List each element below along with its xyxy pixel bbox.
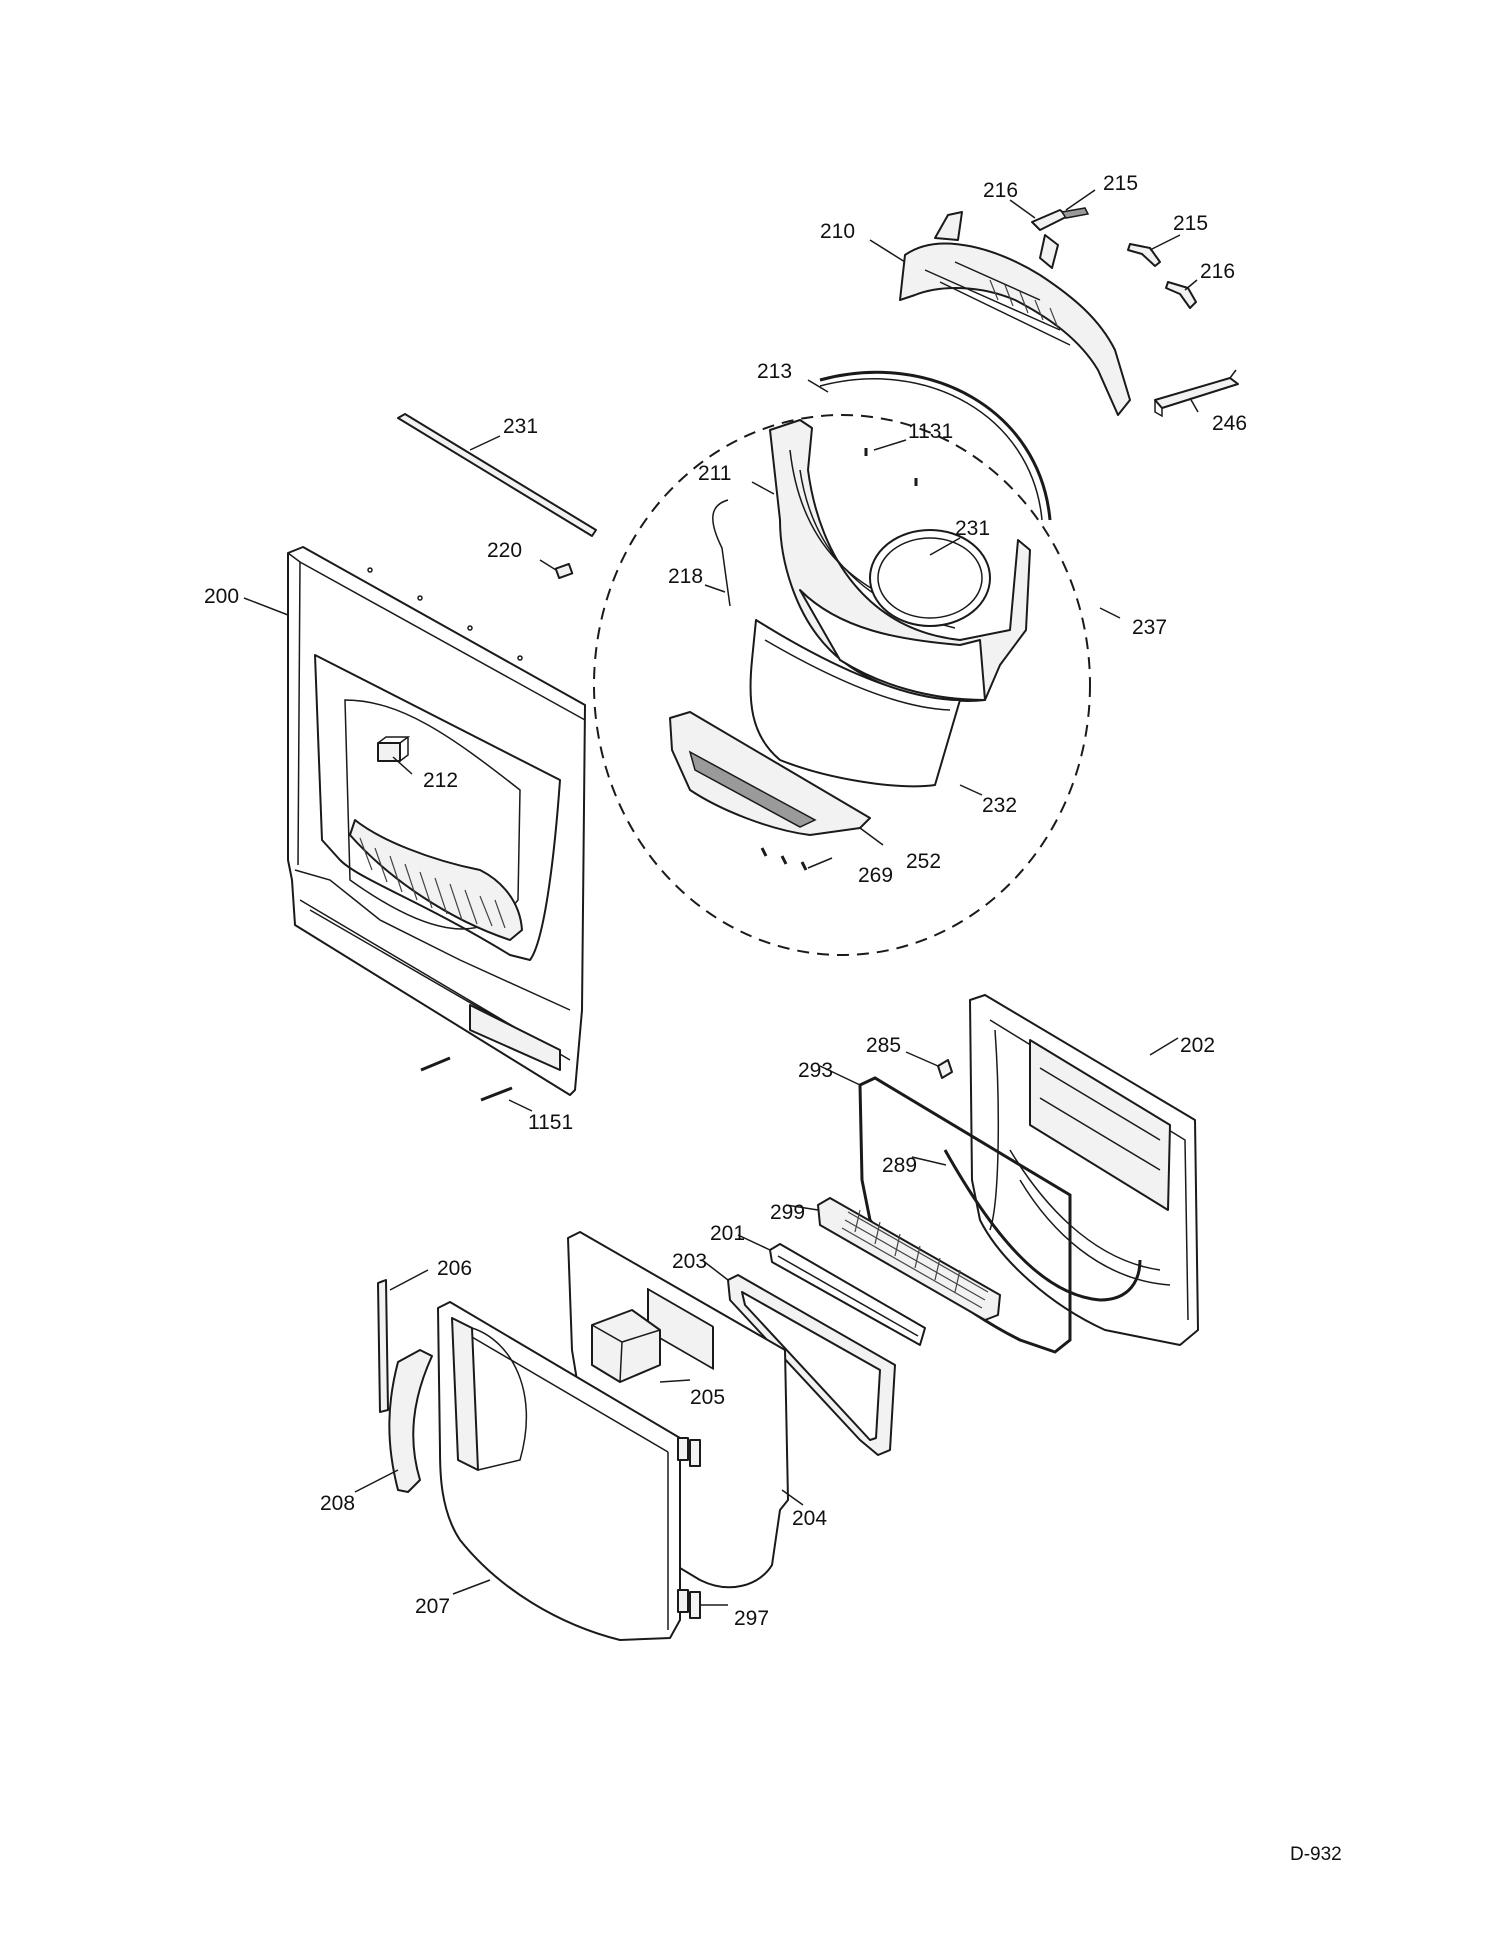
part-215-216-clips <box>1031 207 1197 309</box>
callout-206: 206 <box>437 1257 472 1280</box>
part-232-duct <box>749 619 961 788</box>
callout-200: 200 <box>204 585 239 608</box>
callout-213: 213 <box>757 360 792 383</box>
callout-289: 289 <box>882 1154 917 1177</box>
callout-203: 203 <box>672 1250 707 1273</box>
part-203-glass-ring <box>727 1274 896 1456</box>
callout-220: 220 <box>487 539 522 562</box>
part-200-front-panel <box>287 546 586 1096</box>
callout-211: 211 <box>698 462 731 485</box>
callout-237: 237 <box>1132 616 1167 639</box>
part-285-clip <box>937 1059 953 1079</box>
callout-215: 215 <box>1173 212 1208 235</box>
callout-218: 218 <box>668 565 703 588</box>
part-213-seal <box>819 370 1052 521</box>
part-201-frame <box>769 1243 926 1346</box>
callout-210: 210 <box>820 220 855 243</box>
part-1131-screws <box>864 448 918 486</box>
callout-labels: 216 215 215 210 216 213 246 231 1131 211… <box>204 172 1247 1630</box>
part-218-wire <box>712 499 731 607</box>
callout-204: 204 <box>792 1507 827 1530</box>
callout-207: 207 <box>415 1595 450 1618</box>
callout-285: 285 <box>866 1034 901 1057</box>
callout-212: 212 <box>423 769 458 792</box>
callout-252: 252 <box>906 850 941 873</box>
callout-231: 231 <box>503 415 538 438</box>
part-299-grille <box>817 1197 1001 1321</box>
part-269-screws <box>760 847 808 871</box>
callout-231: 231 <box>955 517 990 540</box>
part-207-outer-door <box>437 1301 689 1641</box>
part-289-seal <box>943 1149 1142 1302</box>
part-220-switch <box>554 562 574 580</box>
callout-205: 205 <box>690 1386 725 1409</box>
callout-215: 215 <box>1103 172 1138 195</box>
callout-216: 216 <box>983 179 1018 202</box>
callout-201: 201 <box>710 1222 745 1245</box>
part-1151-screws <box>420 1056 513 1102</box>
part-208-handle <box>388 1349 433 1493</box>
callout-299: 299 <box>770 1201 805 1224</box>
part-252-filter-housing <box>669 711 871 836</box>
part-231-seal-strip <box>397 413 597 537</box>
callout-246: 246 <box>1212 412 1247 435</box>
callout-216: 216 <box>1200 260 1235 283</box>
drawing-number: D-932 <box>1290 1844 1342 1865</box>
callout-297: 297 <box>734 1607 769 1630</box>
callout-202: 202 <box>1180 1034 1215 1057</box>
part-211-duct-housing <box>769 419 1031 702</box>
part-206-strip <box>377 1279 389 1413</box>
part-237-assembly-boundary <box>593 414 1091 956</box>
callout-293: 293 <box>798 1059 833 1082</box>
callout-1131: 1131 <box>908 420 953 443</box>
callout-232: 232 <box>982 794 1017 817</box>
callout-269: 269 <box>858 864 893 887</box>
leader-lines <box>243 189 1199 1606</box>
part-246-bracket <box>1154 369 1239 418</box>
callout-1151: 1151 <box>528 1111 573 1134</box>
part-202-door-frame <box>969 994 1199 1346</box>
part-210-bulkhead-bracket <box>899 211 1131 416</box>
callout-208: 208 <box>320 1492 355 1515</box>
